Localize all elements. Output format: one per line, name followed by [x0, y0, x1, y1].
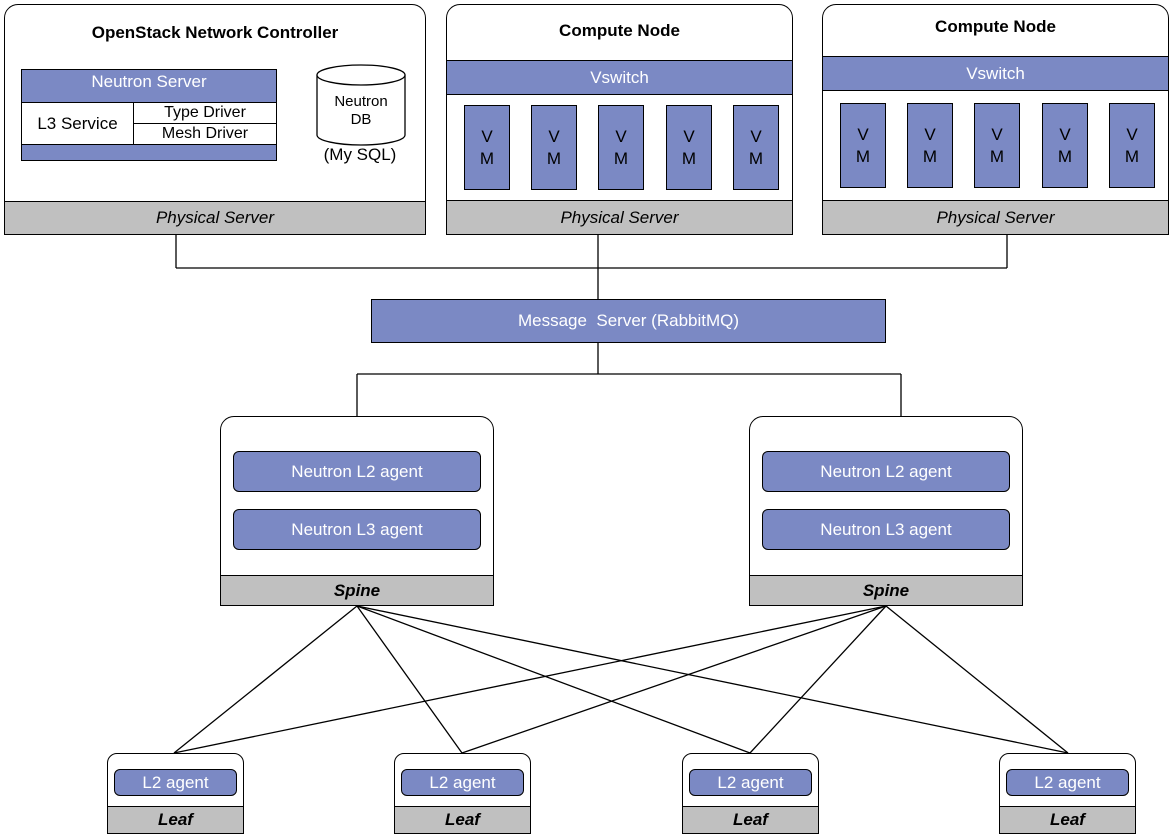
- vm: V M: [907, 103, 953, 188]
- compute-title: Compute Node: [935, 17, 1056, 36]
- mesh-driver: Mesh Driver: [133, 123, 276, 145]
- neutron-l3-agent: Neutron L3 agent: [233, 509, 481, 550]
- controller-footer: Physical Server: [5, 201, 425, 234]
- spine-label: Spine: [750, 575, 1022, 605]
- leaf-label: Leaf: [1000, 806, 1135, 833]
- message-server: Message Server (RabbitMQ): [371, 299, 886, 343]
- spine-switch-1: Neutron L2 agent Neutron L3 agent Spine: [220, 416, 494, 606]
- leaf-switch-4: L2 agent Leaf: [999, 753, 1136, 834]
- db-label-line2: DB: [350, 111, 372, 128]
- mesh-s2-l1: [173, 605, 887, 754]
- vm: V M: [598, 105, 644, 190]
- mesh-s2-l4: [885, 605, 1069, 754]
- compute-node-1: Compute Node Vswitch V M V M V M V M V M…: [446, 4, 793, 235]
- neutron-server-label: Neutron Server: [91, 72, 207, 91]
- controller-title: OpenStack Network Controller: [91, 23, 339, 42]
- mesh-s2-l3: [749, 605, 887, 754]
- database-icon: [316, 64, 406, 146]
- compute-footer: Physical Server: [823, 200, 1168, 234]
- db-label-line1: Neutron: [334, 93, 388, 110]
- neutron-l2-agent: Neutron L2 agent: [762, 451, 1010, 492]
- mesh-s1-l4: [356, 605, 1069, 754]
- vswitch: Vswitch: [823, 56, 1168, 91]
- db-caption: (My SQL): [323, 145, 397, 164]
- type-driver: Type Driver: [133, 102, 276, 124]
- mesh-s1-l1: [173, 605, 358, 754]
- controller-node: OpenStack Network Controller Neutron Ser…: [4, 4, 426, 235]
- mesh-s2-l2: [461, 605, 887, 754]
- l3-service: L3 Service: [22, 102, 134, 145]
- vswitch: Vswitch: [447, 60, 792, 95]
- leaf-switch-1: L2 agent Leaf: [107, 753, 244, 834]
- vm: V M: [1109, 103, 1155, 188]
- l2-agent: L2 agent: [114, 769, 237, 796]
- vm: V M: [840, 103, 886, 188]
- neutron-l2-agent: Neutron L2 agent: [233, 451, 481, 492]
- mesh-s1-l2: [356, 605, 463, 754]
- vm: V M: [733, 105, 779, 190]
- vm: V M: [974, 103, 1020, 188]
- l2-agent: L2 agent: [689, 769, 812, 796]
- l2-agent: L2 agent: [401, 769, 524, 796]
- spine-switch-2: Neutron L2 agent Neutron L3 agent Spine: [749, 416, 1023, 606]
- leaf-switch-2: L2 agent Leaf: [394, 753, 531, 834]
- neutron-server-block: Neutron Server L3 Service Type Driver Me…: [21, 69, 277, 161]
- vm: V M: [531, 105, 577, 190]
- leaf-label: Leaf: [395, 806, 530, 833]
- mesh-s1-l3: [356, 605, 751, 754]
- leaf-switch-3: L2 agent Leaf: [682, 753, 819, 834]
- leaf-label: Leaf: [108, 806, 243, 833]
- compute-title: Compute Node: [559, 21, 680, 40]
- leaf-label: Leaf: [683, 806, 818, 833]
- neutron-l3-agent: Neutron L3 agent: [762, 509, 1010, 550]
- spine-label: Spine: [221, 575, 493, 605]
- l2-agent: L2 agent: [1006, 769, 1129, 796]
- vm: V M: [666, 105, 712, 190]
- vm: V M: [1042, 103, 1088, 188]
- compute-node-2: Compute Node Vswitch V M V M V M V M V M…: [822, 4, 1169, 235]
- compute-footer: Physical Server: [447, 200, 792, 234]
- vm: V M: [464, 105, 510, 190]
